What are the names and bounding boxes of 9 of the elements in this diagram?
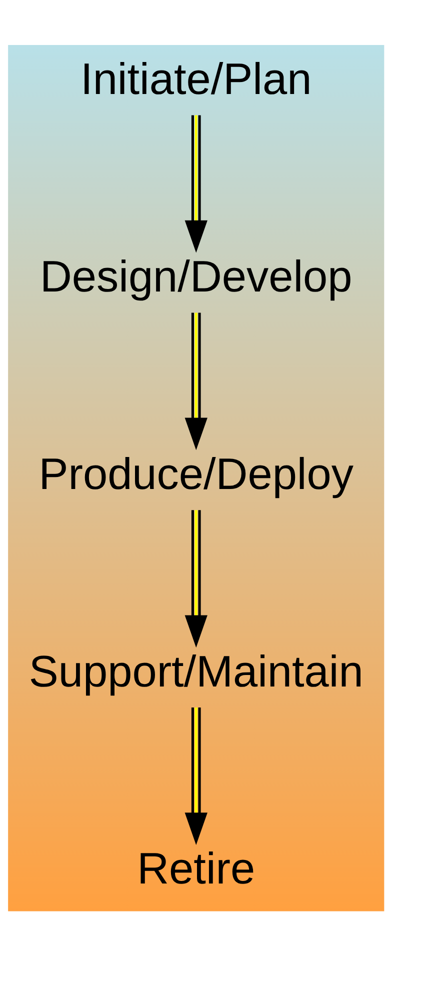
node-text: Produce/Deploy [38,449,354,498]
node-text: Design/Develop [40,252,352,301]
node-text: Initiate/Plan [80,54,312,104]
arrow [184,114,208,252]
arrow [184,312,208,450]
arrow [184,707,208,844]
arrow [184,510,208,648]
node-text: Retire [137,844,256,894]
node-text: Support/Maintain [28,646,364,696]
